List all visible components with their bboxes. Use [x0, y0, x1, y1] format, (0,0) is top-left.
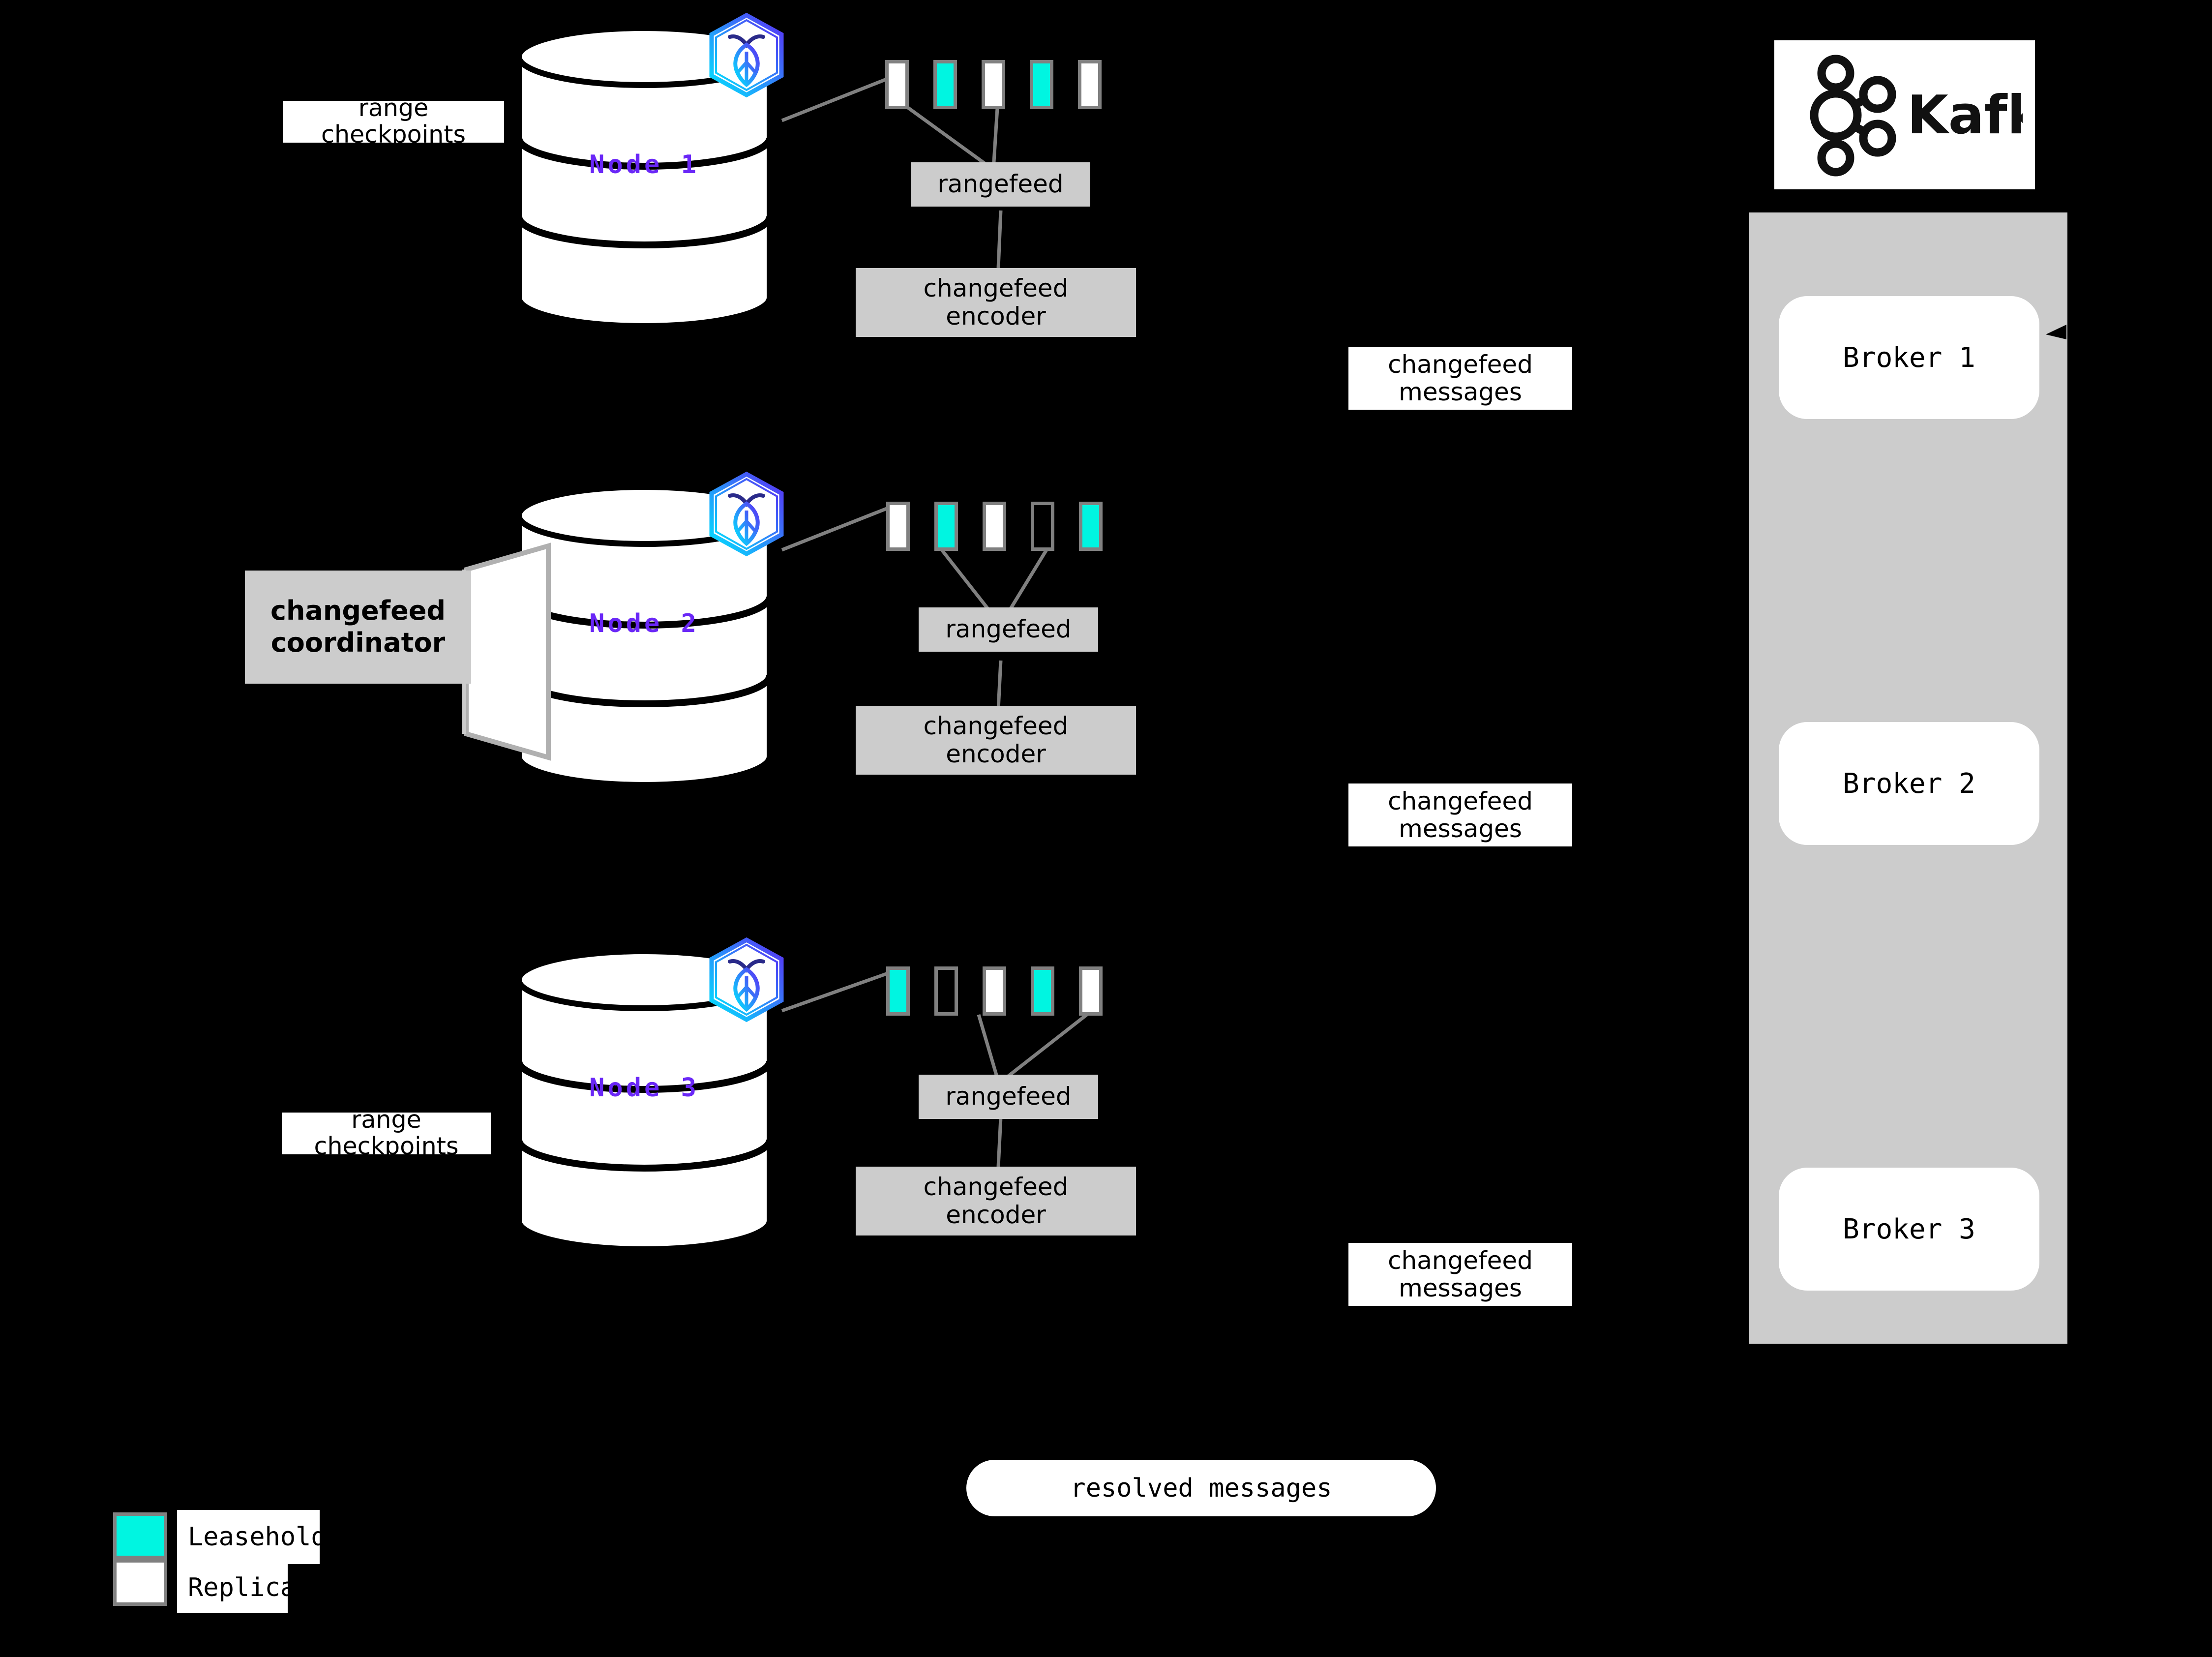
- empty-replica-box[interactable]: [1031, 502, 1054, 551]
- broker-2-card[interactable]: Broker 2: [1779, 722, 2039, 845]
- legend-label-replica: Replica: [177, 1562, 296, 1613]
- range-checkpoints-label-3: range checkpoints: [282, 1106, 491, 1160]
- rangefeed-box-1[interactable]: rangefeed: [911, 162, 1090, 207]
- rangefeed-box-2[interactable]: rangefeed: [919, 607, 1098, 652]
- legend-swatch-leaseholder: [113, 1512, 167, 1559]
- node-3-cylinder: Node 3: [514, 950, 775, 1250]
- replica-box[interactable]: [886, 502, 910, 551]
- node-1-label: Node 1: [589, 150, 699, 180]
- changefeed-encoder-box-3[interactable]: changefeed encoder: [856, 1167, 1136, 1235]
- cockroachdb-logo-icon: [707, 12, 786, 98]
- resolved-messages-pill[interactable]: resolved messages: [966, 1460, 1436, 1516]
- kafka-wordmark: Kafka: [1907, 85, 2023, 146]
- leaseholder-box[interactable]: [1031, 966, 1054, 1016]
- broker-1-card[interactable]: Broker 1: [1779, 296, 2039, 419]
- changefeed-encoder-box-1[interactable]: changefeed encoder: [856, 268, 1136, 337]
- cockroachdb-logo-icon: [707, 937, 786, 1023]
- leaseholder-box[interactable]: [933, 60, 957, 109]
- replica-box[interactable]: [982, 60, 1005, 109]
- node-3-label: Node 3: [589, 1073, 699, 1103]
- leaseholder-box[interactable]: [934, 502, 958, 551]
- legend: Leaseholder Replica: [113, 1510, 418, 1616]
- leaseholder-box[interactable]: [1030, 60, 1053, 109]
- changefeed-encoder-box-2[interactable]: changefeed encoder: [856, 706, 1136, 775]
- replica-box[interactable]: [983, 502, 1006, 551]
- changefeed-messages-label-1: changefeed messages: [1348, 347, 1572, 410]
- node-2-label: Node 2: [589, 609, 699, 638]
- rangefeed-box-3[interactable]: rangefeed: [919, 1075, 1098, 1119]
- incoming-arrow-icon: [2046, 325, 2066, 339]
- leaseholder-box[interactable]: [886, 966, 910, 1016]
- broker-3-card[interactable]: Broker 3: [1779, 1168, 2039, 1291]
- legend-swatch-replica: [113, 1559, 167, 1606]
- replica-box[interactable]: [885, 60, 909, 109]
- cockroachdb-logo-icon: [707, 471, 786, 557]
- replica-box[interactable]: [1078, 60, 1102, 109]
- coordinator-label-box: changefeed coordinator: [245, 571, 471, 684]
- range-checkpoints-label-1: range checkpoints: [283, 94, 504, 148]
- node-1-cylinder: Node 1: [514, 27, 775, 327]
- changefeed-messages-label-2: changefeed messages: [1348, 783, 1572, 846]
- leaseholder-box[interactable]: [1079, 502, 1103, 551]
- legend-label-leaseholder: Leaseholder: [177, 1510, 357, 1564]
- empty-replica-box[interactable]: [934, 966, 958, 1016]
- node-2-cylinder: Node 2: [514, 486, 775, 786]
- changefeed-messages-label-3: changefeed messages: [1348, 1243, 1572, 1306]
- replica-box[interactable]: [1079, 966, 1103, 1016]
- coordinator-wedge-icon: [462, 542, 551, 761]
- kafka-logo: Kafka: [1774, 40, 2035, 189]
- replica-box[interactable]: [983, 966, 1006, 1016]
